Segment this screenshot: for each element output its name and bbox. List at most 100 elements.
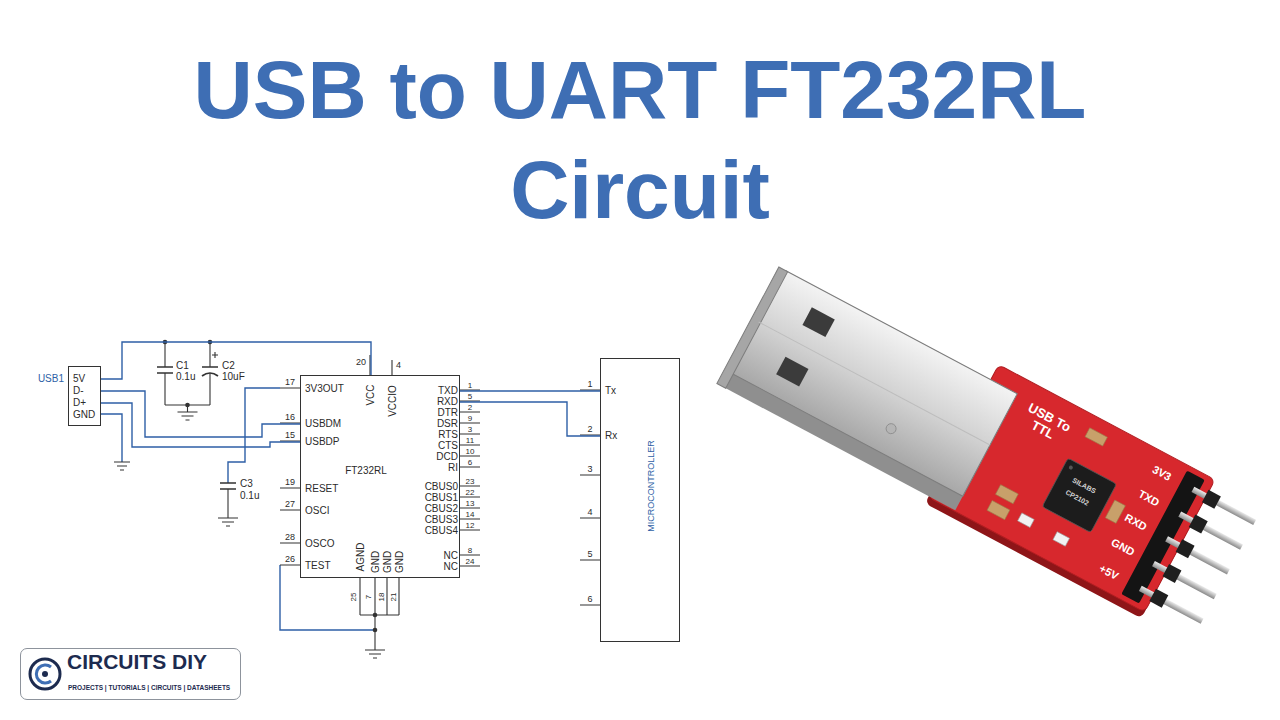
- wire: [100, 414, 122, 462]
- capacitor-plate: [202, 367, 218, 376]
- pin-number: 26: [285, 554, 295, 564]
- pin-number: 16: [285, 412, 295, 422]
- logo-icon: [27, 656, 63, 692]
- ground-symbol: [218, 518, 238, 526]
- pin-name: DSR: [437, 418, 458, 430]
- pin-name: 5V: [73, 373, 85, 385]
- pin-name: OSCI: [305, 505, 329, 517]
- part-designator: C1: [176, 360, 189, 372]
- pin-name: GND: [382, 551, 394, 573]
- usb-plug-dimple: [884, 422, 898, 436]
- pin-number: 4: [587, 507, 592, 517]
- wire: [228, 388, 280, 483]
- pin-stub: [580, 390, 600, 605]
- pin-number: 19: [285, 477, 295, 487]
- pin-number: 22: [466, 487, 475, 496]
- ground-symbol: [365, 650, 385, 658]
- smd-capacitor: [1085, 428, 1107, 446]
- logo-arc: [36, 665, 51, 683]
- pin-number: 12: [466, 520, 475, 529]
- pin-name: TXD: [438, 385, 458, 397]
- usb-connector: USB15VD-D+GND: [68, 366, 101, 426]
- pin-name: AGND: [355, 543, 367, 572]
- logo-name: CIRCUITS DIY: [67, 651, 207, 673]
- part-designator: USB1: [38, 373, 64, 385]
- junction-dot: [373, 613, 378, 618]
- pin-number: 21: [389, 593, 398, 602]
- pin-number: 1: [468, 380, 472, 389]
- pin-name: USBDM: [305, 418, 341, 430]
- silkscreen-pin-label: TXD: [1136, 488, 1161, 509]
- usb-plug-hole: [776, 357, 808, 387]
- pin-name: Tx: [605, 385, 616, 397]
- pin-name: OSCO: [305, 538, 334, 550]
- pin-name: D-: [73, 385, 84, 397]
- part-value: 0.1u: [176, 371, 195, 383]
- smd-capacitor: [1105, 500, 1125, 523]
- pin-number: 23: [466, 476, 475, 485]
- part-designator: C2: [222, 360, 235, 372]
- pin-number: 5: [587, 549, 592, 559]
- smd-led: [1018, 513, 1035, 528]
- pin-number: 1: [587, 379, 592, 389]
- capacitor-plate: [220, 483, 236, 489]
- pin-number: 2: [468, 402, 472, 411]
- pin-number: 13: [466, 498, 475, 507]
- wire: [460, 390, 600, 391]
- diagram-title: USB to UART FT232RL Circuit: [160, 40, 1120, 240]
- usb-plug-hole: [802, 307, 834, 337]
- pin-name: CBUS4: [425, 525, 458, 537]
- part-name: FT232RL: [345, 465, 387, 477]
- wire: [460, 402, 600, 436]
- usb-plug-shell: [731, 271, 1017, 496]
- pin-name: D+: [73, 397, 86, 409]
- wire: [101, 403, 300, 447]
- pin-stub: [360, 578, 399, 650]
- pin-name: CTS: [438, 440, 458, 452]
- pin-spacer: [1202, 490, 1221, 509]
- pin-number: 6: [468, 457, 472, 466]
- pin-number: 27: [285, 499, 295, 509]
- pin-stub: [370, 355, 392, 375]
- pin-name: TEST: [305, 560, 331, 572]
- silkscreen-pin-label: GND: [1109, 536, 1136, 558]
- pin-name: NC: [444, 550, 458, 562]
- silkscreen-pin-label: RXD: [1123, 511, 1149, 533]
- ic-package: FT232RL3V3OUTUSBDMUSBDPRESETOSCIOSCOTEST…: [300, 375, 460, 578]
- smd-capacitor: [995, 485, 1018, 504]
- pin-number: 28: [285, 532, 295, 542]
- pin-spacer: [1176, 539, 1195, 558]
- pin-name: 3V3OUT: [305, 383, 344, 395]
- pin-number: 14: [466, 509, 475, 518]
- pin-name: CBUS0: [425, 481, 458, 493]
- pin-name: GND: [73, 409, 95, 421]
- smd-led: [1053, 532, 1070, 547]
- ic-chip: [1042, 458, 1116, 532]
- pin-number: 20: [356, 357, 366, 367]
- pin-name: RTS: [438, 429, 458, 441]
- logo-dot: [42, 671, 48, 677]
- wire: [101, 391, 300, 437]
- pin-name: USBDP: [305, 436, 339, 448]
- usb-ttl-module-photo: [713, 252, 1263, 644]
- silkscreen-pin-label: 3V3: [1151, 463, 1174, 483]
- pin-name: DCD: [436, 451, 458, 463]
- junction-dot: [373, 628, 378, 633]
- pin-number: 3: [587, 464, 592, 474]
- pin-name: Rx: [605, 430, 617, 442]
- pin-number: 18: [377, 593, 386, 602]
- pin-number: 6: [587, 594, 592, 604]
- pin-name: RXD: [437, 396, 458, 408]
- block-title: MICROCONTROLLER: [646, 440, 656, 532]
- polarity-mark: [212, 352, 218, 358]
- pin-number: 10: [466, 446, 475, 455]
- pin-number: 11: [466, 435, 474, 444]
- logo-ring: [30, 659, 60, 689]
- pin-name: GND: [394, 551, 406, 573]
- pin-name: DTR: [437, 407, 458, 419]
- pin-name: CBUS1: [425, 492, 458, 504]
- pin-number: 4: [396, 360, 401, 370]
- pin-number: 9: [468, 413, 472, 422]
- brand-logo: CIRCUITS DIYPROJECTS | TUTORIALS | CIRCU…: [20, 648, 241, 700]
